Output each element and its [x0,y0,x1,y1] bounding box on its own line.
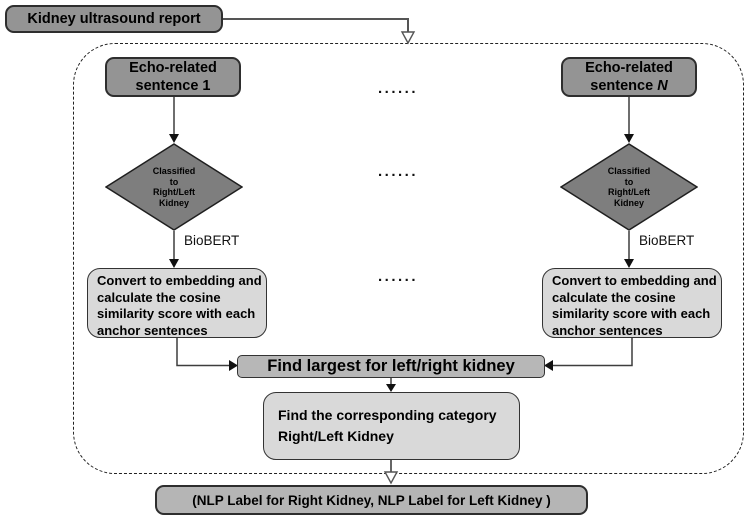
find-largest-label: Find largest for left/right kidney [267,357,515,375]
embed-similarity-node-right: Convert to embedding and calculate the c… [542,268,722,338]
echo-sentence-1-label: Echo-related sentence 1 [129,60,217,94]
biobert-edge-label-left: BioBERT [184,233,240,248]
classify-diamond-left-label: Classified to Right/Left Kidney [152,166,196,208]
classify-diamond-left: Classified to Right/Left Kidney [105,143,243,231]
echo-sentence-n-node: Echo-related sentence N [561,57,697,97]
ellipsis-row-1: ...... [377,80,418,97]
classify-diamond-right-label: Classified to Right/Left Kidney [607,166,651,208]
diamond-shape-right [560,143,698,231]
diamond-shape-left [105,143,243,231]
classify-diamond-right: Classified to Right/Left Kidney [560,143,698,231]
find-largest-node: Find largest for left/right kidney [237,355,545,378]
output-label-node: (NLP Label for Right Kidney, NLP Label f… [155,485,588,515]
report-node-label: Kidney ultrasound report [27,11,201,27]
output-label-text: (NLP Label for Right Kidney, NLP Label f… [192,492,551,508]
report-node: Kidney ultrasound report [5,5,223,33]
echo-sentence-1-node: Echo-related sentence 1 [105,57,241,97]
echo-sentence-n-label: Echo-related sentence N [585,60,673,94]
embed-similarity-node-left: Convert to embedding and calculate the c… [87,268,267,338]
biobert-edge-label-right: BioBERT [639,233,695,248]
arrow-report-to-container [223,18,416,45]
ellipsis-row-3: ...... [377,268,418,285]
category-node: Find the corresponding category Right/Le… [263,392,520,460]
ellipsis-row-2: ...... [377,163,418,180]
